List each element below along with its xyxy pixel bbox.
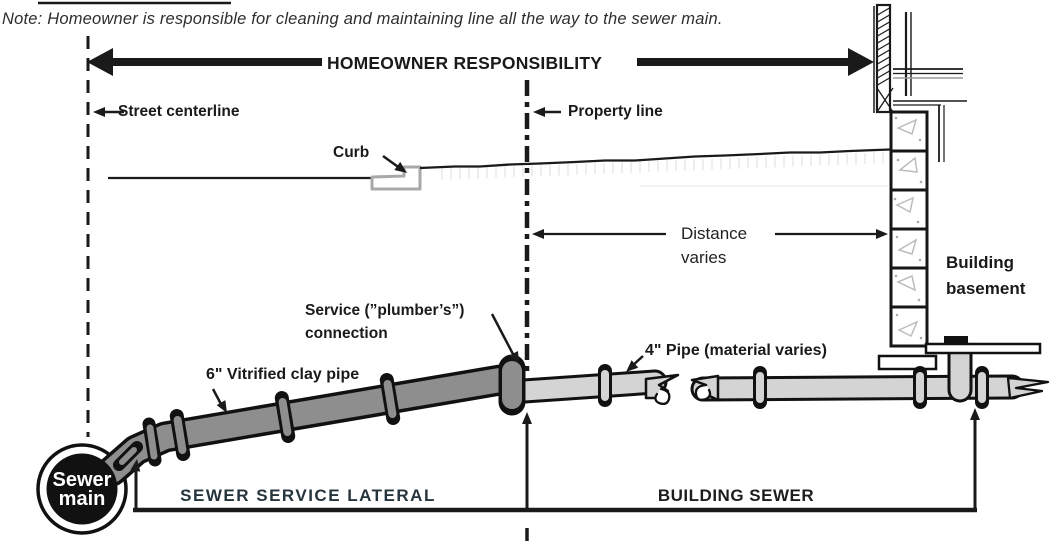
pipe4-label: 4" Pipe (material varies) xyxy=(645,342,827,359)
basement-floor-slab xyxy=(924,342,1042,355)
sewer-main-circle xyxy=(46,453,118,525)
ground-line xyxy=(419,148,892,170)
property-line-label: Property line xyxy=(568,103,663,120)
arrow-icon xyxy=(876,229,888,239)
building-wall xyxy=(873,3,967,162)
responsibility-right-arrow-icon xyxy=(637,48,874,76)
responsibility-left-arrow-icon xyxy=(87,48,322,76)
building-basement-label: Building basement xyxy=(946,253,1026,298)
arrow-icon xyxy=(533,107,545,117)
pipe4-shape xyxy=(511,339,1050,409)
bracket xyxy=(133,413,977,541)
clay-pipe-label: 6" Vitrified clay pipe xyxy=(206,366,360,383)
masonry-wall xyxy=(889,110,929,348)
cleanout-cap xyxy=(944,336,968,345)
arrow-icon xyxy=(93,107,105,117)
sewer-service-lateral-label: SEWER SERVICE LATERAL xyxy=(180,486,436,505)
callout-arrows xyxy=(99,110,644,407)
siding-hatch xyxy=(877,7,890,86)
arrow-icon xyxy=(522,412,532,424)
ground-hatch xyxy=(441,152,884,180)
arrow-icon xyxy=(532,229,544,239)
arrow-icon xyxy=(970,408,980,420)
clay-pipe-shape xyxy=(96,354,526,487)
service-connection-label: Service (”plumber’s”) connection xyxy=(305,302,465,342)
note-text: Note: Homeowner is responsible for clean… xyxy=(2,10,723,28)
sewer-main-label: Sewer main xyxy=(52,469,112,510)
building-sewer-label: BUILDING SEWER xyxy=(657,486,815,505)
masonry-dots xyxy=(893,116,923,340)
masonry-texture xyxy=(895,118,919,338)
distance-varies-label: Distance varies xyxy=(681,224,748,267)
street-centerline-label: Street centerline xyxy=(118,103,240,120)
pipe4-collars xyxy=(598,364,989,409)
curb-label: Curb xyxy=(333,144,370,161)
clay-pipe-collars xyxy=(113,373,401,471)
responsibility-label: HOMEOWNER RESPONSIBILITY xyxy=(327,53,603,73)
footing xyxy=(877,354,938,371)
